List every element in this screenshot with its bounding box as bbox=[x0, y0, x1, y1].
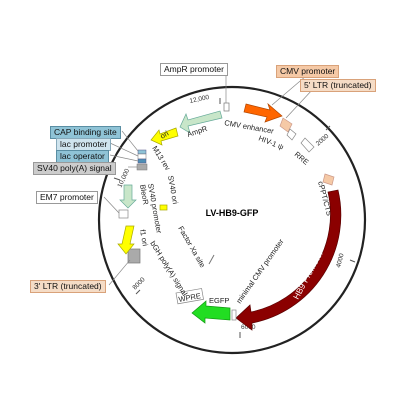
callout-ampr-promoter: AmpR promoter bbox=[160, 63, 228, 76]
factorxa-mark bbox=[208, 254, 215, 265]
leader-ltr5 bbox=[285, 88, 314, 119]
egfp-arrow bbox=[191, 300, 231, 324]
bgh-label: bGH poly(A) signal bbox=[148, 239, 189, 297]
f1-ori-arrow bbox=[117, 225, 135, 255]
leader-cap bbox=[121, 130, 139, 152]
tick-10000 bbox=[113, 177, 121, 181]
leader-lacp bbox=[109, 142, 139, 157]
f1-ori-label: f1 ori bbox=[138, 229, 150, 247]
leader-laco bbox=[109, 154, 139, 162]
bgh-feature bbox=[127, 248, 141, 264]
lac-promoter-feature bbox=[137, 153, 147, 160]
leader-em7 bbox=[103, 196, 120, 214]
tick-label-4000: 4000 bbox=[335, 252, 346, 268]
ampr-arrow bbox=[179, 110, 223, 134]
tick-8000 bbox=[135, 289, 141, 295]
wpre-label: WPRE bbox=[178, 291, 202, 304]
wpre-feature bbox=[175, 288, 204, 305]
min-cmv-label: minimal CMV promoter bbox=[234, 237, 286, 305]
callout-em7: EM7 promoter bbox=[36, 191, 98, 204]
sv40-ori-label: SV40 ori bbox=[166, 175, 180, 205]
callout-cmv-promoter: CMV promoter bbox=[276, 65, 340, 78]
ampr-promoter-feature bbox=[223, 102, 230, 112]
tick-label-2000: 2000 bbox=[315, 133, 331, 148]
min-cmv-feature bbox=[231, 309, 237, 321]
cppt-feature bbox=[322, 173, 335, 186]
sv40-ori-feature bbox=[159, 204, 168, 211]
ltr5-feature bbox=[279, 117, 293, 133]
callout-ltr3: 3' LTR (truncated) bbox=[30, 280, 106, 293]
plasmid-name: LV-HB9-GFP bbox=[206, 208, 259, 218]
hiv-psi-feature bbox=[286, 128, 297, 141]
m13rev-label: M13 rev bbox=[150, 144, 172, 172]
factorxa-label: Factor Xa site bbox=[176, 225, 207, 270]
bleor-arrow bbox=[119, 184, 137, 209]
cap-site-feature bbox=[137, 149, 147, 155]
tick-2000 bbox=[325, 125, 331, 131]
cmv-enhancer-arrow bbox=[243, 102, 283, 123]
sv40-polya-feature bbox=[136, 163, 148, 171]
backbone-circle bbox=[97, 85, 367, 355]
small-promoter-feature bbox=[118, 209, 129, 219]
tick-label-8000: 8000 bbox=[131, 276, 146, 291]
ori-arrow bbox=[150, 127, 179, 146]
tick-label-12000: 12,000 bbox=[189, 94, 210, 105]
hiv-psi-label: HIV-1 ψ bbox=[257, 134, 285, 152]
callout-ltr5: 5' LTR (truncated) bbox=[300, 79, 376, 92]
rre-label: RRE bbox=[293, 150, 311, 167]
leader-ltr3 bbox=[108, 259, 131, 286]
egfp-label: EGFP bbox=[209, 296, 229, 305]
lac-operator-feature bbox=[137, 158, 147, 164]
bleor-label: BleoR bbox=[138, 184, 151, 206]
callout-sv40-polya: SV40 poly(A) signal bbox=[33, 162, 116, 175]
rre-feature bbox=[300, 137, 315, 153]
tick-4000 bbox=[349, 259, 356, 263]
